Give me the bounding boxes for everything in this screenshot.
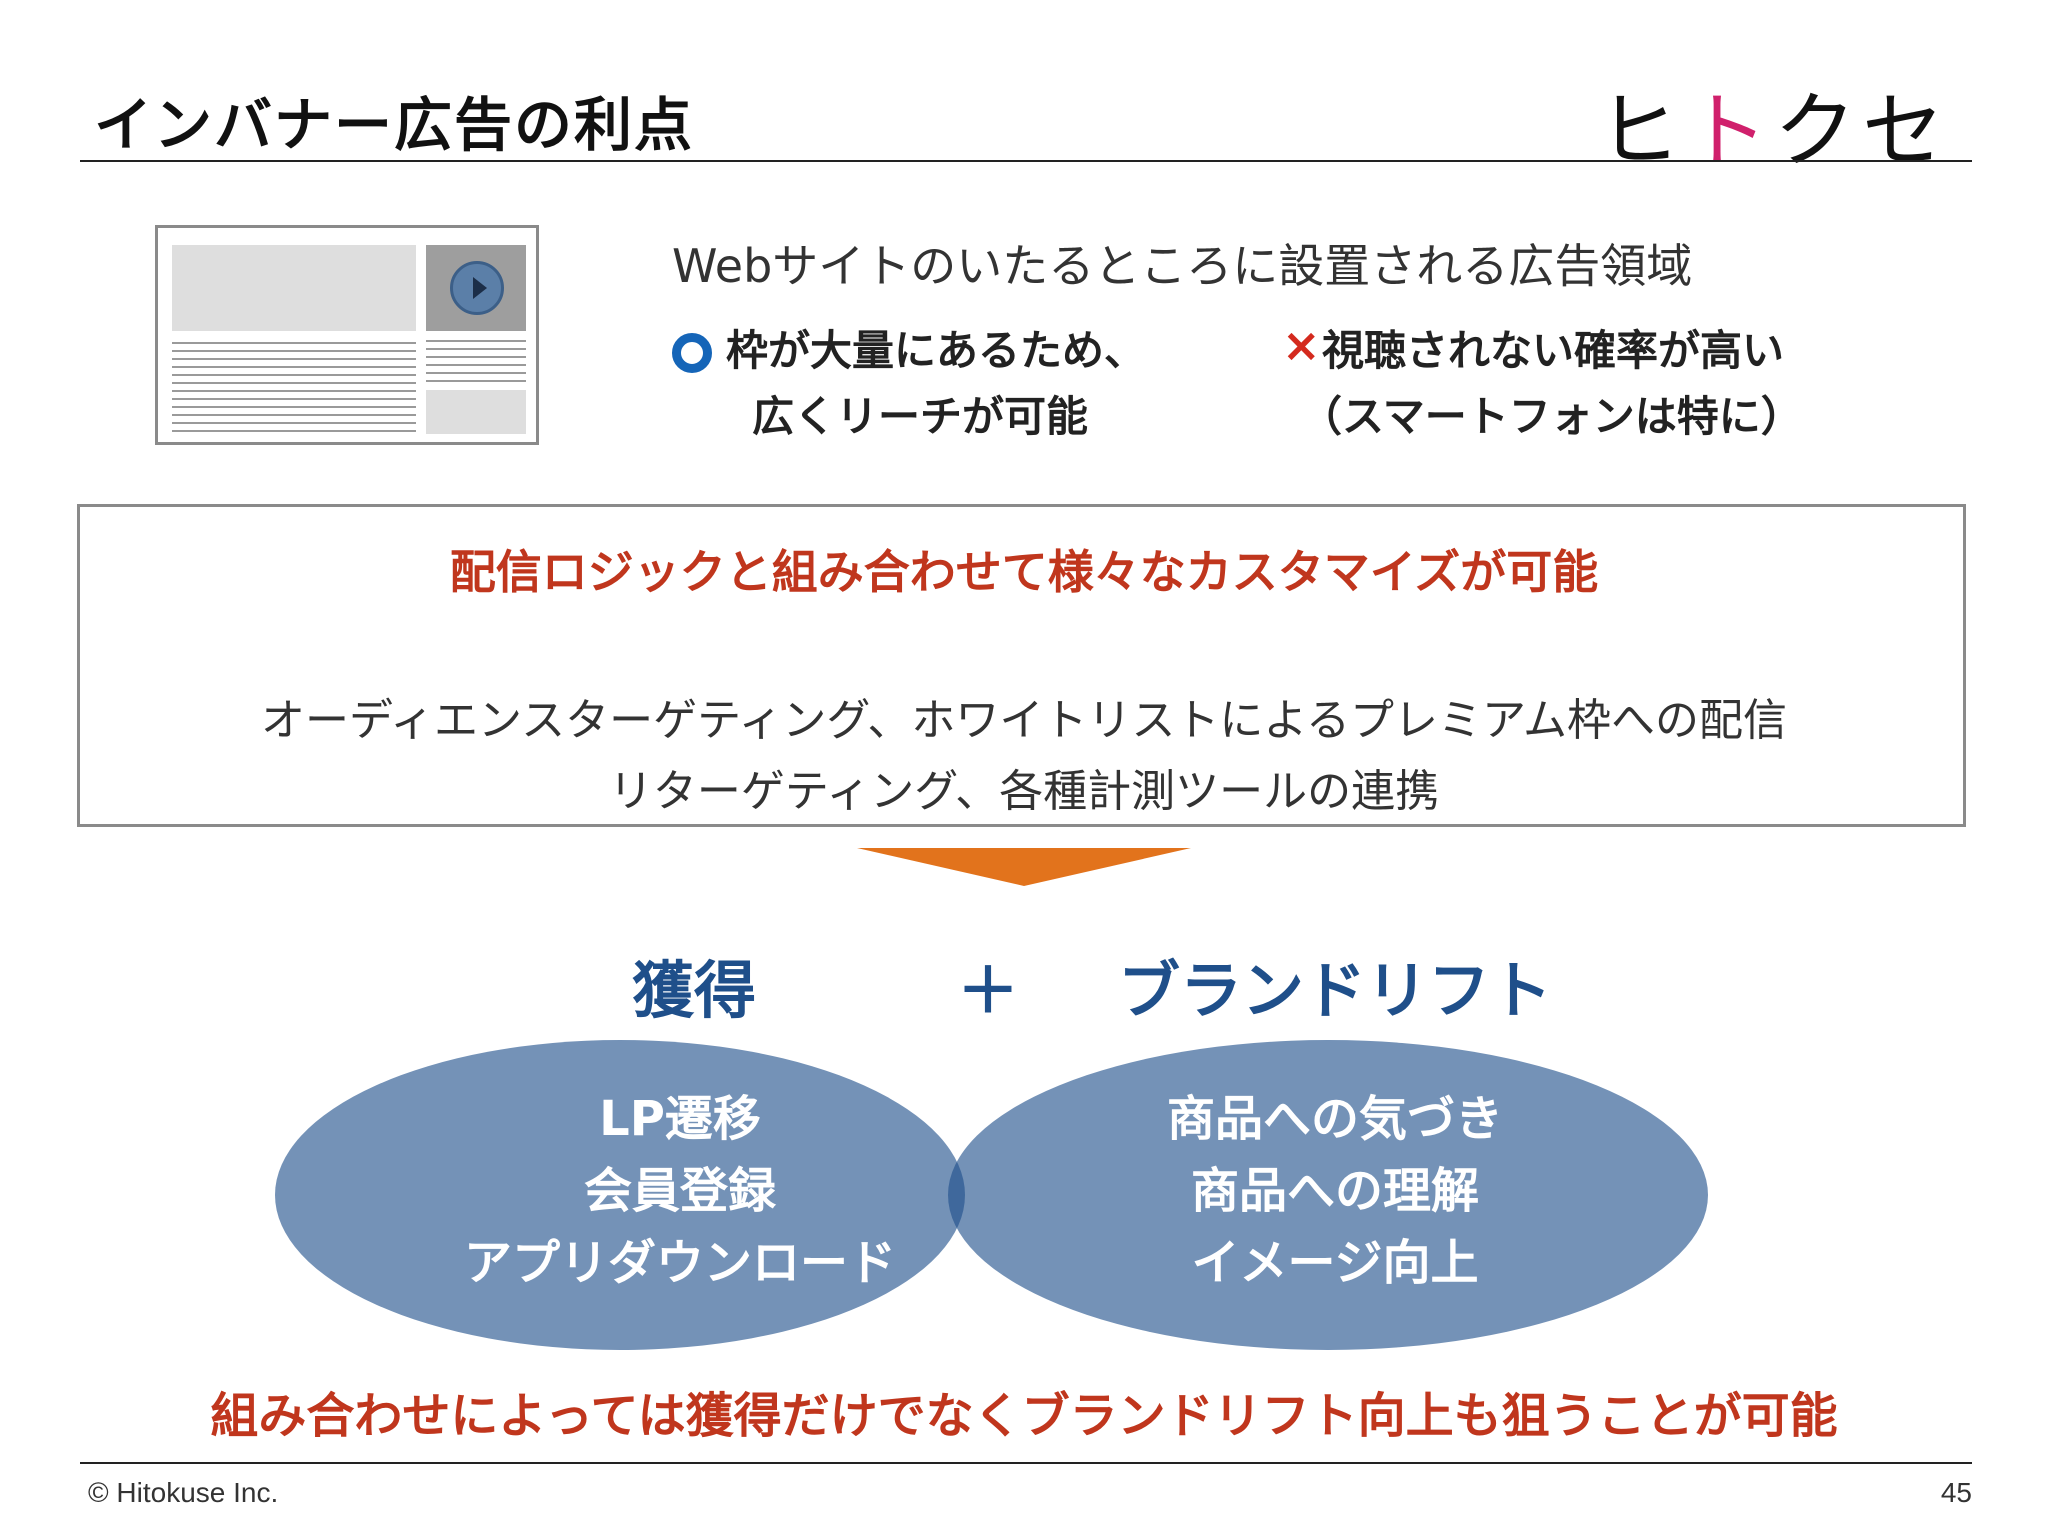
banner-ad-slot [426,245,526,331]
content-block [172,245,416,331]
logic-heading: 配信ロジックと組み合わせて様々なカスタマイズが可能 [449,545,1599,599]
logic-line: リターゲティング、各種計測ツールの連携 [608,766,1440,817]
brand-logo-accent: ト [1685,84,1774,179]
venn-item: 商品への気づき [1166,1091,1503,1147]
brand-logo-part: ヒ [1597,84,1686,179]
play-icon [450,261,504,315]
advantage-line: 枠が大量にあるため、 [726,326,1147,375]
advantage-line: 広くリーチが可能 [752,392,1089,441]
slide-title: インバナー広告の利点 [94,91,695,159]
venn-left-ellipse [275,1040,965,1350]
venn-right-title: ブランドリフト [1118,954,1553,1027]
venn-left-title: 獲得 [632,954,757,1027]
brand-logo-part: クセ [1773,84,1950,179]
advantage-text: 枠が大量にあるため、 広くリーチが可能 [726,318,1146,450]
venn-item: 商品への理解 [1190,1163,1479,1219]
header-divider [80,160,1972,162]
disadvantage-line: （スマートフォンは特に） [1300,392,1803,441]
cross-icon: × [1282,318,1321,372]
conclusion-text: 組み合わせによっては獲得だけでなくブランドリフト向上も狙うことが可能 [210,1388,1838,1444]
venn-item: 会員登録 [583,1163,776,1219]
venn-diagram [275,1040,1708,1350]
sidebar-block [426,390,526,434]
venn-left-items: LP遷移 会員登録 アプリダウンロード [420,1083,940,1299]
venn-right-items: 商品への気づき 商品への理解 イメージ向上 [1115,1083,1555,1299]
sidebar-text-lines [426,340,526,384]
venn-item: LP遷移 [599,1091,761,1147]
logic-line: オーディエンスターゲティング、ホワイトリストによるプレミアム枠への配信 [261,695,1787,746]
venn-item: イメージ向上 [1191,1235,1479,1291]
footer-divider [80,1462,1972,1464]
text-lines [172,342,416,432]
down-arrow-icon [857,848,1191,886]
disadvantage-text: 視聴されない確率が高い （スマートフォンは特に） [1300,318,1803,450]
ad-description: Webサイトのいたるところに設置される広告領域 [672,239,1693,293]
disadvantage-line: 視聴されない確率が高い [1322,326,1785,375]
venn-right-ellipse [948,1040,1708,1350]
circle-icon [672,333,712,373]
venn-item: アプリダウンロード [463,1235,896,1291]
copyright: © Hitokuse Inc. [88,1477,279,1508]
brand-logo: ヒトクセ [1598,64,1950,183]
plus-icon: ＋ [957,954,1020,1027]
web-page-illustration [155,225,539,445]
logic-panel [77,504,1966,827]
page-number: 45 [1940,1477,1972,1508]
